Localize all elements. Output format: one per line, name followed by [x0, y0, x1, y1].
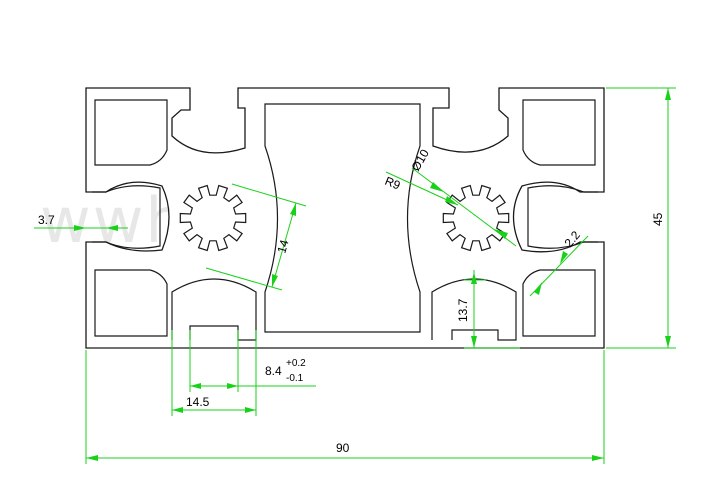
arrow-pitch-right — [245, 407, 256, 413]
arrow-flat-bottom — [272, 274, 278, 287]
dim-ext-flat-top — [231, 183, 307, 207]
dim-text-slot-tol-minus: -0.1 — [286, 373, 304, 384]
star-left-teeth — [179, 184, 247, 252]
arrow-pitch-left — [172, 407, 183, 413]
arrow-rib-b — [560, 251, 568, 264]
arrow-width-right — [592, 455, 604, 461]
dim-line-flat — [271, 202, 297, 288]
arrow-depth-bottom — [471, 336, 477, 348]
core-bore-left — [179, 184, 247, 252]
chamber-left-top — [94, 99, 168, 166]
arrow-width-left — [86, 455, 98, 461]
dim-ext-flat-bottom — [205, 267, 283, 291]
slot-bottom-right — [431, 278, 517, 341]
arrow-slot-left — [190, 383, 201, 389]
dim-text-wall: 3.7 — [38, 213, 55, 227]
central-cavity — [264, 103, 421, 333]
arrow-bore-b — [494, 229, 508, 239]
chamber-left-bottom — [94, 269, 168, 337]
arrow-radius — [445, 196, 458, 205]
arrow-wall-left — [74, 225, 86, 231]
dim-text-slot-width: 8.4 — [265, 364, 282, 378]
dim-text-depth: 13.7 — [456, 298, 470, 322]
dim-text-radius: R9 — [383, 174, 403, 193]
slot-left — [92, 185, 161, 249]
arrow-slot-right — [227, 383, 238, 389]
star-right-teeth — [442, 184, 510, 252]
slot-right — [527, 185, 598, 249]
core-bore-right — [442, 184, 510, 252]
arrow-wall-right — [106, 225, 118, 231]
arrow-depth-top — [471, 272, 477, 284]
chamber-right-top — [522, 99, 596, 166]
dim-text-flat: 14 — [274, 238, 291, 255]
dim-text-slot-tol-plus: +0.2 — [286, 358, 306, 369]
arrow-height-bottom — [665, 336, 671, 348]
arrow-height-top — [665, 88, 671, 100]
arrow-bore-a — [430, 182, 444, 192]
arrow-rib-a — [534, 282, 542, 295]
dim-text-height: 45 — [651, 212, 665, 226]
dim-text-pitch: 14.5 — [186, 395, 210, 409]
dim-text-width: 90 — [336, 441, 350, 455]
chamber-right-bottom — [522, 269, 596, 337]
arrow-flat-top — [290, 203, 296, 216]
